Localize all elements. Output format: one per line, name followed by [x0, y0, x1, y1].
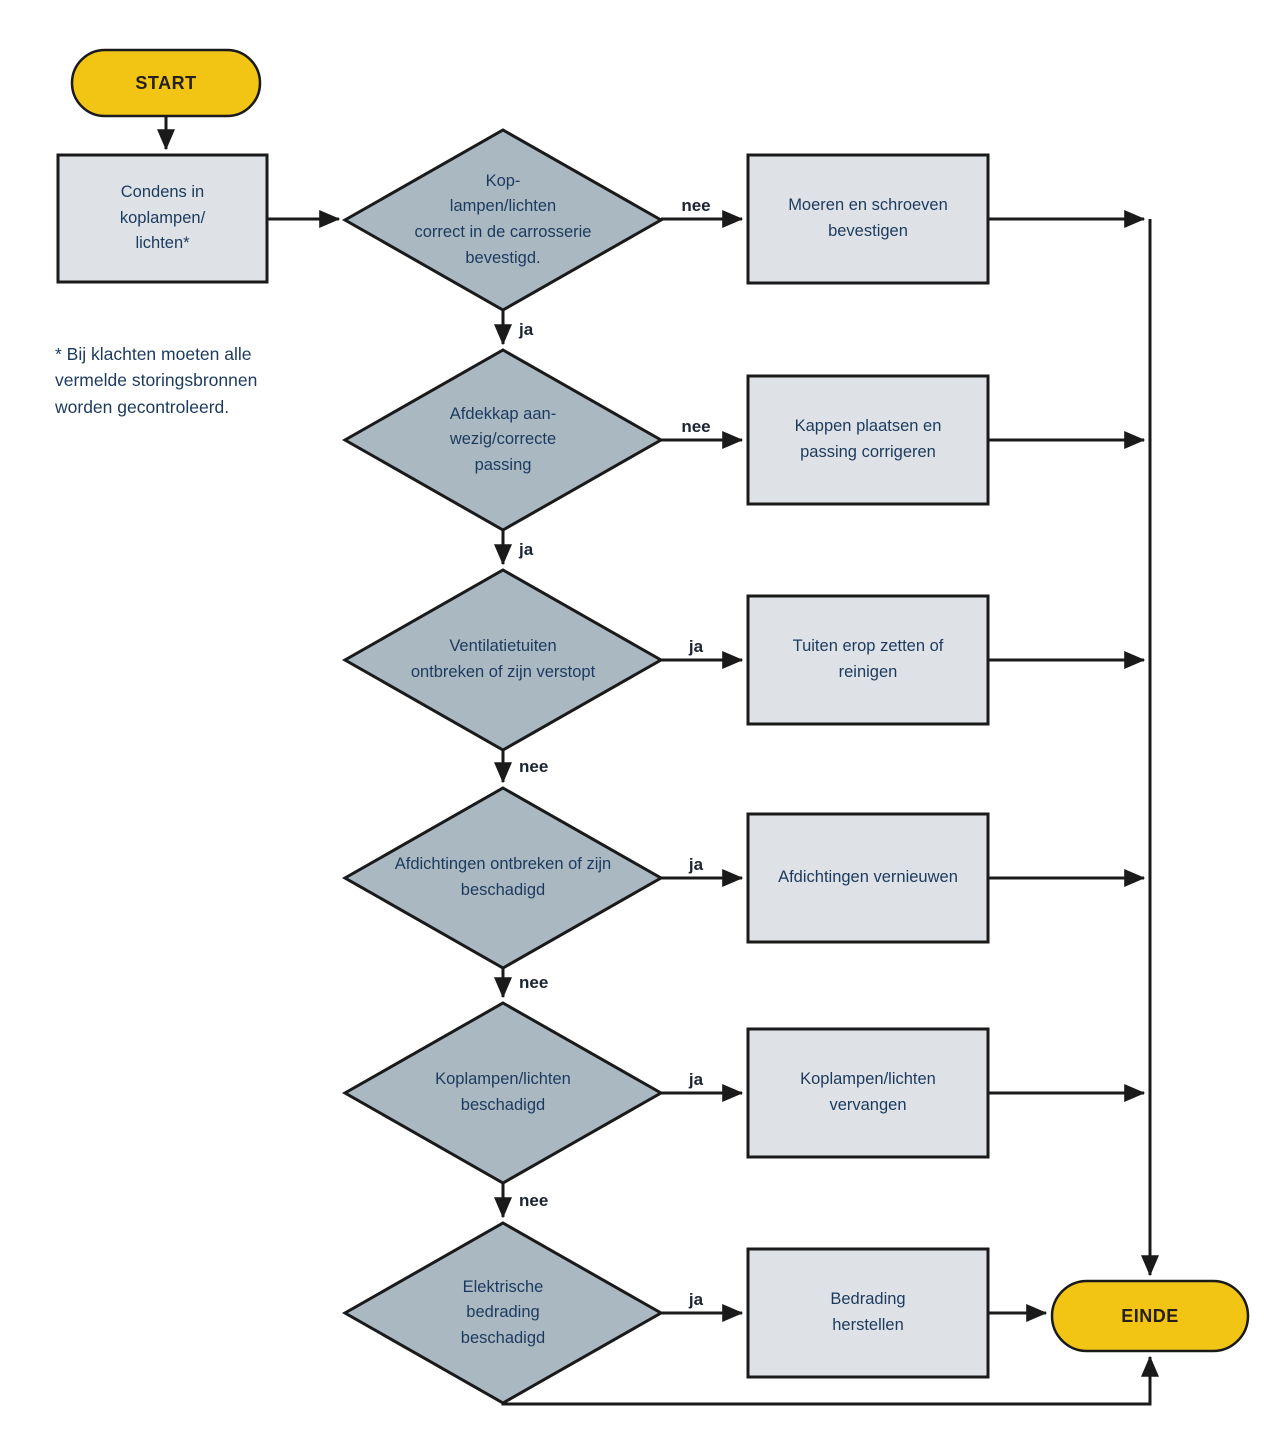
start-node-shape: [70, 48, 262, 118]
process-2-shape: [746, 374, 990, 506]
decision-2-shape: [341, 348, 665, 532]
decision-4: Afdichtingen ontbreken of zijn beschadig…: [394, 855, 612, 899]
decision-4-shape: [341, 786, 665, 970]
condens-node-shape: [56, 153, 269, 284]
decision-6-shape: [341, 1221, 665, 1405]
decision-1: Kop- lampen/lichten correct in de carros…: [414, 171, 592, 267]
process-3-shape: [746, 594, 990, 726]
decision-3: Ventilatietuiten ontbreken of zijn verst…: [410, 637, 596, 681]
edge-label-d1-nee: nee: [681, 196, 711, 215]
einde-node-shape: [1050, 1279, 1250, 1353]
decision-3-shape: [341, 568, 665, 752]
process-3: Tuiten erop zetten of reinigen: [792, 637, 944, 681]
edge-label-d6-ja: ja: [688, 1290, 704, 1309]
process-2: Kappen plaatsen en passing corrigeren: [794, 417, 942, 461]
process-1-shape: [746, 153, 990, 285]
decision-5-shape: [341, 1001, 665, 1185]
edge-label-d3-ja: ja: [688, 637, 704, 656]
process-5-shape: [746, 1027, 990, 1159]
edge-label-d5-ja: ja: [688, 1070, 704, 1089]
process-1: Moeren en schroeven bevestigen: [788, 196, 948, 240]
edge-label-d4-ja: ja: [688, 855, 704, 874]
decision-1-shape: [341, 128, 665, 312]
process-5: Koplampen/lichten vervangen: [800, 1070, 936, 1114]
node-shapes: [56, 48, 1250, 1405]
start-node: START: [135, 73, 197, 93]
decision-5: Koplampen/lichten beschadigd: [435, 1070, 571, 1114]
process-6-shape: [746, 1247, 990, 1379]
edge-label-d5-nee: nee: [519, 1191, 549, 1210]
footnote: * Bij klachten moeten alle vermelde stor…: [55, 344, 258, 417]
edge-label-d3-nee: nee: [519, 757, 549, 776]
edge-label-d4-nee: nee: [519, 973, 549, 992]
condens-node: Condens in koplampen/ lichten*: [119, 183, 206, 253]
decision-6: Elektrische bedrading beschadigd: [460, 1277, 546, 1347]
process-4: Afdichtingen vernieuwen: [778, 868, 958, 887]
edge-label-d2-nee: nee: [681, 417, 711, 436]
process-4-shape: [746, 812, 990, 944]
edge-label-d2-ja: ja: [519, 540, 534, 559]
edge-label-d1-ja: ja: [519, 320, 534, 339]
einde-node: EINDE: [1121, 1306, 1179, 1326]
process-6: Bedrading herstellen: [830, 1290, 906, 1334]
decision-2: Afdekkap aan- wezig/correcte passing: [449, 404, 557, 474]
